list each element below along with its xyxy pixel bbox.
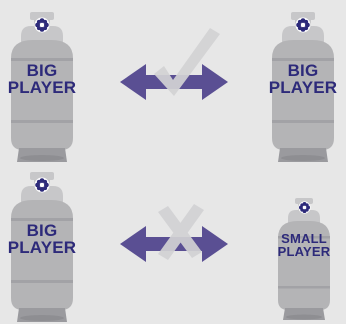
cross-icon bbox=[158, 204, 204, 260]
flower-emblem-icon bbox=[34, 17, 50, 33]
flower-emblem-icon bbox=[295, 17, 311, 33]
cylinder-label: SMALL PLAYER bbox=[272, 232, 336, 258]
gas-cylinder-big: BIG PLAYER bbox=[3, 12, 81, 162]
gas-cylinder-big: BIG PLAYER bbox=[3, 172, 81, 322]
cylinder-label-line2: PLAYER bbox=[272, 245, 336, 258]
match-connector bbox=[118, 198, 230, 270]
match-connector bbox=[118, 24, 230, 110]
cylinder-label-line2: PLAYER bbox=[3, 239, 81, 256]
flower-emblem-icon bbox=[298, 201, 311, 214]
cylinder-label-line2: PLAYER bbox=[264, 79, 342, 96]
cylinder-icon bbox=[272, 198, 336, 320]
cylinder-label-line2: PLAYER bbox=[3, 79, 81, 96]
cylinder-label-line1: BIG bbox=[264, 62, 342, 79]
gas-cylinder-big: BIG PLAYER bbox=[264, 12, 342, 162]
cylinder-label: BIG PLAYER bbox=[264, 62, 342, 96]
cylinder-label: BIG PLAYER bbox=[3, 222, 81, 256]
gas-cylinder-small: SMALL PLAYER bbox=[272, 198, 336, 320]
cylinder-label-line1: BIG bbox=[3, 222, 81, 239]
cylinder-label: BIG PLAYER bbox=[3, 62, 81, 96]
flower-emblem-icon bbox=[34, 177, 50, 193]
cylinder-label-line1: BIG bbox=[3, 62, 81, 79]
